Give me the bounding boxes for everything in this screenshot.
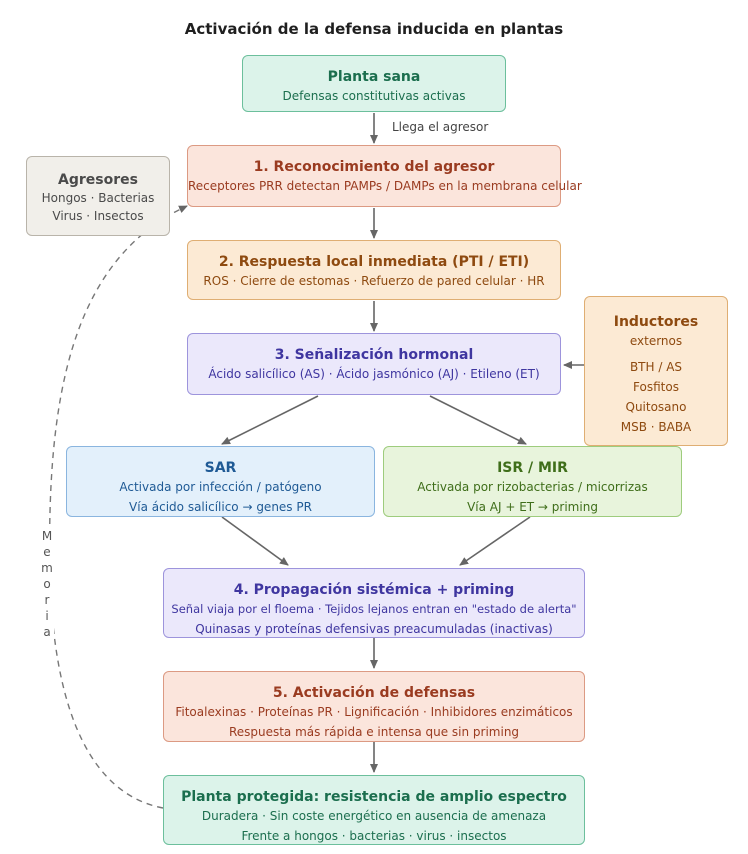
node-planta-protegida: Planta protegida: resistencia de amplio … bbox=[163, 775, 585, 845]
node-title: SAR bbox=[204, 460, 237, 476]
node-activacion: 5. Activación de defensas Fitoalexinas ·… bbox=[163, 671, 585, 742]
node-title: 2. Respuesta local inmediata (PTI / ETI) bbox=[218, 254, 530, 270]
node-title: 1. Reconocimiento del agresor bbox=[253, 159, 495, 175]
arrow-sar-to-propagacion bbox=[221, 516, 289, 566]
node-title: ISR / MIR bbox=[497, 460, 568, 476]
node-agresores: Agresores Hongos · Bacterias Virus · Ins… bbox=[26, 156, 170, 236]
node-planta-sana: Planta sana Defensas constitutivas activ… bbox=[242, 55, 506, 112]
arrow-senalizacion-to-isr bbox=[429, 395, 527, 445]
node-senalizacion: 3. Señalización hormonal Ácido salicílic… bbox=[187, 333, 561, 395]
node-sar: SAR Activada por infección / patógeno Ví… bbox=[66, 446, 375, 517]
node-title: Agresores bbox=[58, 172, 138, 188]
diagram-title: Activación de la defensa inducida en pla… bbox=[184, 20, 564, 38]
node-title: Planta protegida: resistencia de amplio … bbox=[181, 789, 567, 805]
node-title: Planta sana bbox=[327, 69, 421, 85]
arrow-isr-to-propagacion bbox=[459, 516, 531, 566]
edge-label-llega: Llega el agresor bbox=[392, 120, 489, 134]
node-inductores: Inductores externos BTH / AS Fosfitos Qu… bbox=[584, 296, 728, 446]
node-reconocimiento: 1. Reconocimiento del agresor Receptores… bbox=[187, 145, 582, 207]
edge-label-memoria: M e m o r i a bbox=[40, 528, 54, 640]
node-title: 5. Activación de defensas bbox=[272, 685, 476, 701]
node-title: 4. Propagación sistémica + priming bbox=[233, 582, 515, 598]
node-title: Inductores bbox=[613, 314, 699, 330]
arrow-senalizacion-to-sar bbox=[221, 395, 319, 445]
node-isr-mir: ISR / MIR Activada por rizobacterias / m… bbox=[383, 446, 682, 517]
node-respuesta-local: 2. Respuesta local inmediata (PTI / ETI)… bbox=[187, 240, 561, 300]
node-propagacion: 4. Propagación sistémica + priming Señal… bbox=[163, 568, 585, 638]
node-title: 3. Señalización hormonal bbox=[274, 347, 474, 363]
